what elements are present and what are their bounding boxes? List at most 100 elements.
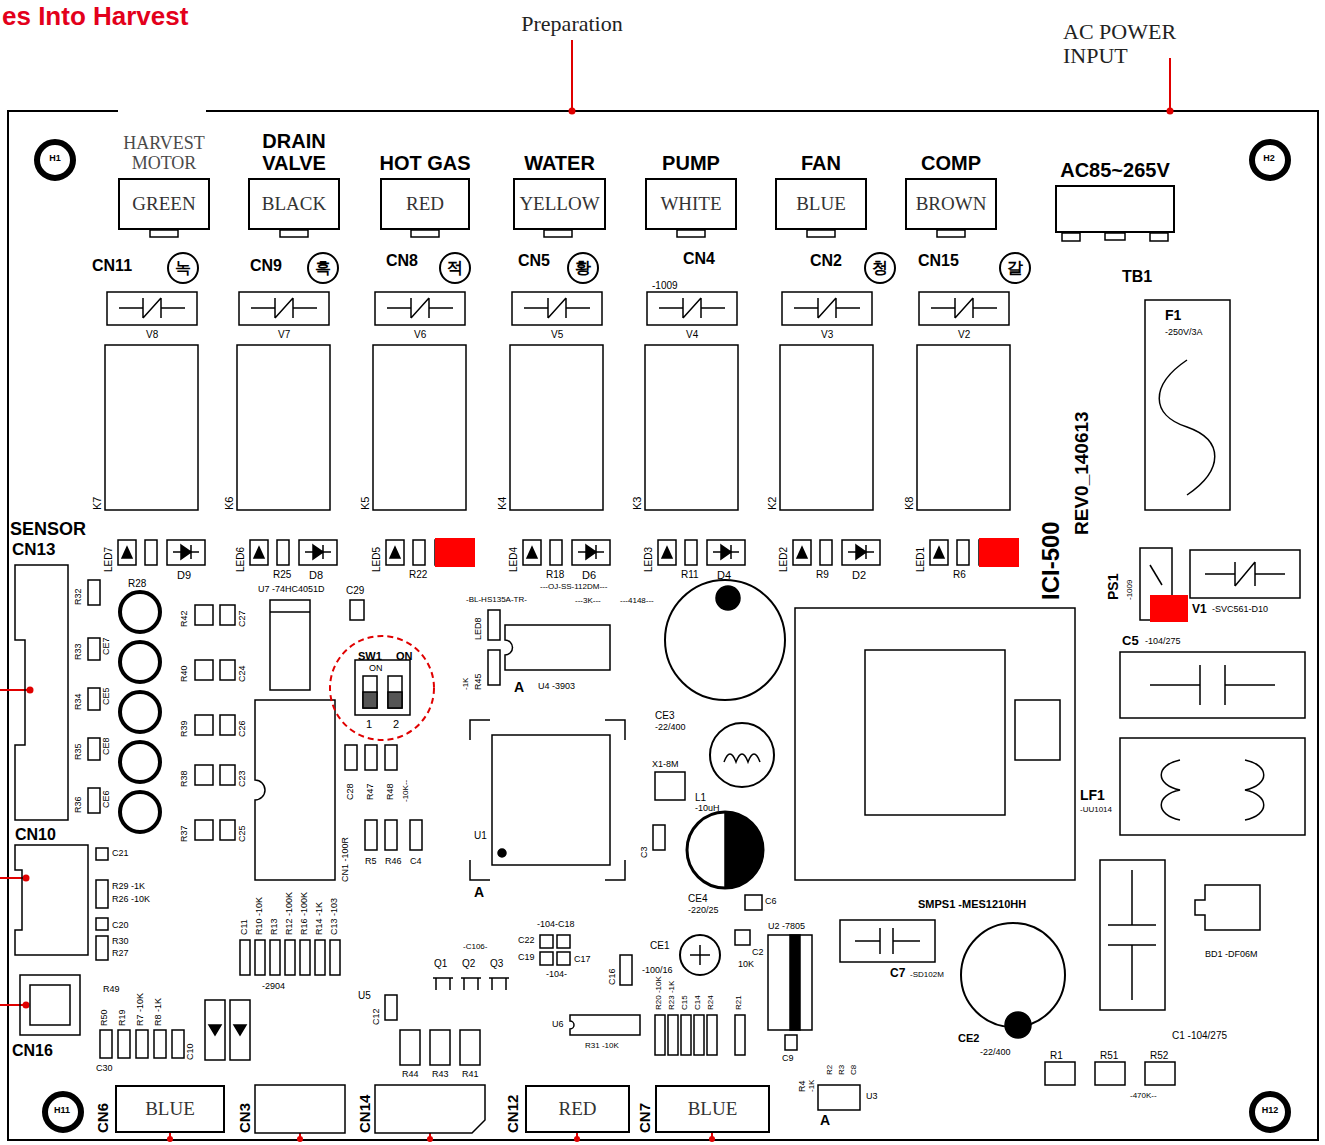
- color-code-circle: 흑: [307, 252, 339, 284]
- left-components: [88, 580, 100, 605]
- middle-components: [400, 1030, 420, 1065]
- part-label: R22: [409, 569, 427, 580]
- color-code-circle: 갈: [999, 252, 1031, 284]
- power-components: [1150, 565, 1162, 585]
- part-label: ON: [369, 664, 383, 674]
- part-label: K5: [359, 497, 371, 510]
- relay-channel: [237, 292, 337, 565]
- page-title: es Into Harvest: [2, 2, 188, 31]
- part-label: R50: [100, 1009, 110, 1026]
- part-label: CN1 -100R: [341, 837, 351, 882]
- part-label: 2: [393, 718, 399, 730]
- power-components: [690, 945, 710, 965]
- part-label: -104/275: [1145, 637, 1181, 647]
- connector-text: BLUE: [688, 1099, 738, 1120]
- callout-label: Preparation: [521, 12, 622, 36]
- part-label: R38: [180, 770, 190, 787]
- leader-line: [1169, 58, 1171, 108]
- left-components: [220, 820, 235, 840]
- part-label: 10K: [738, 960, 754, 970]
- connector-heading: PUMP: [662, 152, 720, 174]
- left-components: [195, 660, 213, 680]
- part-label: CN16: [12, 1042, 53, 1060]
- part-label: Q1: [434, 958, 447, 969]
- middle-components: [270, 611, 310, 613]
- part-label: -SD102M: [910, 971, 944, 980]
- connector-text: BLACK: [262, 194, 326, 215]
- part-label: C14: [694, 995, 703, 1010]
- part-label: C13 -103: [330, 898, 340, 935]
- part-label: V6: [414, 329, 426, 340]
- part-label: -470K--: [1130, 1092, 1157, 1101]
- power-components: [680, 935, 720, 975]
- color-code-circle: 적: [439, 252, 471, 284]
- part-label: CN7: [637, 1103, 654, 1133]
- middle-components: [735, 1015, 745, 1055]
- part-label: CN8: [386, 252, 418, 270]
- connector-box: WATERYELLOW: [513, 178, 606, 230]
- part-label: R44: [402, 1070, 419, 1080]
- part-label: -1009: [1126, 580, 1135, 600]
- middle-components: [681, 1015, 691, 1055]
- part-label: F1: [1165, 308, 1181, 323]
- power-components: [1100, 860, 1165, 1010]
- part-label: C30: [96, 1064, 113, 1074]
- connector-box: DRAIN VALVEBLACK: [248, 178, 340, 230]
- middle-components: [315, 940, 325, 975]
- part-label: X1-8M: [652, 760, 679, 770]
- mounting-hole: [37, 142, 73, 178]
- part-label: R11: [681, 569, 699, 580]
- part-label: C7: [890, 967, 905, 980]
- part-label: K6: [223, 497, 235, 510]
- middle-components: [255, 700, 335, 880]
- connector-text: 녹: [175, 259, 191, 277]
- part-label: R19: [118, 1009, 128, 1026]
- highlight-mark: [435, 538, 1188, 622]
- power-components: [790, 935, 800, 1030]
- connector-heading: HOT GAS: [379, 152, 470, 174]
- middle-components: [300, 940, 310, 975]
- part-label: R39: [180, 720, 190, 737]
- terminal-block: AC85~265V: [1055, 185, 1175, 233]
- power-components: [1150, 665, 1275, 705]
- power-components: [653, 300, 1305, 1085]
- middle-components: [570, 1015, 640, 1035]
- part-label: R34: [74, 693, 84, 710]
- part-label: TB1: [1122, 268, 1152, 286]
- part-label: CE2: [958, 1032, 979, 1044]
- part-label: R10 -10K: [255, 897, 265, 935]
- connector-box: PUMPWHITE: [645, 178, 737, 230]
- part-label: CE1: [650, 940, 669, 951]
- left-components: [120, 792, 160, 832]
- left-components: [88, 688, 100, 710]
- part-label: V3: [821, 329, 833, 340]
- part-label: PS1: [1106, 574, 1121, 600]
- left-components: [195, 715, 213, 735]
- part-label: CN11: [92, 257, 132, 275]
- part-label: K2: [766, 497, 778, 510]
- part-label: R49: [103, 985, 120, 995]
- left-components: [172, 1030, 184, 1058]
- relay-channel: [510, 292, 610, 565]
- left-components: [136, 1030, 148, 1058]
- power-components: [855, 928, 920, 954]
- relay-channel: [780, 292, 880, 565]
- part-label: U4 -3903: [538, 682, 575, 692]
- part-label: K4: [496, 497, 508, 510]
- connector-text: 청: [872, 259, 888, 277]
- power-components: [725, 812, 763, 888]
- relay-channel: [373, 292, 473, 565]
- mounting-hole: [1252, 142, 1288, 178]
- part-label: C2: [752, 948, 764, 958]
- part-label: -104-: [546, 970, 567, 980]
- part-label: H2: [1263, 154, 1275, 164]
- part-label: R2: [826, 1065, 835, 1075]
- middle-components: [330, 940, 340, 975]
- connector-tab: [1062, 233, 1080, 241]
- part-label: LED3: [643, 547, 654, 572]
- connector-text: 적: [447, 259, 463, 277]
- power-components: [840, 920, 935, 962]
- part-label: R30: [112, 937, 129, 947]
- part-label: R23 -1K: [668, 981, 677, 1010]
